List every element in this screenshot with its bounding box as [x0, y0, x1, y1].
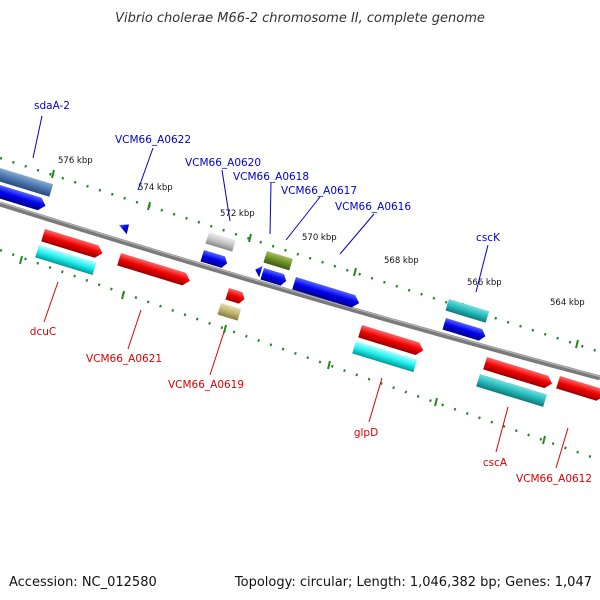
label-dcuC[interactable]: dcuC — [30, 326, 56, 338]
gene-cyan-dcuC-b[interactable] — [35, 245, 97, 275]
label-cscK[interactable]: cscK — [476, 232, 501, 244]
label-VCM66_A0618[interactable]: VCM66_A0618 — [233, 171, 309, 183]
top-leader-lines — [32, 115, 489, 293]
major-ticks-bottom — [19, 255, 546, 445]
tick-label-570: 570 kbp — [302, 233, 337, 243]
gene-VCM66_A0612[interactable] — [556, 376, 600, 402]
tick-label-576: 576 kbp — [58, 156, 93, 166]
gene-glpD[interactable] — [352, 341, 418, 373]
label-VCM66_A0620[interactable]: VCM66_A0620 — [185, 157, 261, 169]
bottom-leader-lines — [43, 281, 569, 469]
gene-sdaA-2[interactable] — [0, 165, 54, 197]
gene-VCM66_A0622[interactable] — [119, 220, 133, 235]
gene-cscA-red[interactable] — [483, 357, 554, 390]
label-VCM66_A0612[interactable]: VCM66_A0612 — [516, 473, 592, 485]
chromosome-backbone — [0, 201, 600, 381]
bottom-tick-row — [0, 248, 600, 462]
tick-label-564: 564 kbp — [550, 298, 585, 308]
map-title: Vibrio cholerae M66-2 chromosome II, com… — [115, 11, 485, 26]
gene-cscK[interactable] — [445, 299, 490, 323]
gene-blue-A0620b[interactable] — [200, 250, 228, 269]
top-gene-labels: sdaA-2 VCM66_A0622 VCM66_A0620 VCM66_A06… — [34, 100, 501, 244]
tick-label-574: 574 kbp — [138, 183, 173, 193]
label-cscA[interactable]: cscA — [483, 457, 508, 469]
bottom-gene-labels: dcuC VCM66_A0621 VCM66_A0619 glpD cscA V… — [30, 326, 592, 485]
tick-label-566: 566 kbp — [467, 278, 502, 288]
gene-cscA[interactable] — [476, 374, 547, 407]
tick-labels: 576 kbp 574 kbp 572 kbp 570 kbp 568 kbp … — [58, 156, 585, 308]
gene-blue-left[interactable] — [0, 182, 47, 212]
gene-red-small[interactable] — [225, 288, 246, 305]
gene-blue-A0618b[interactable] — [260, 268, 287, 287]
label-VCM66_A0621[interactable]: VCM66_A0621 — [86, 353, 162, 365]
gene-VCM66_A0620[interactable] — [205, 232, 236, 252]
label-VCM66_A0617[interactable]: VCM66_A0617 — [281, 185, 357, 197]
label-sdaA-2[interactable]: sdaA-2 — [34, 100, 70, 112]
accession-text: Accession: NC_012580 — [9, 575, 157, 590]
gene-VCM66_A0616[interactable] — [292, 277, 361, 309]
gene-VCM66_A0621[interactable] — [117, 253, 192, 287]
tick-label-568: 568 kbp — [384, 256, 419, 266]
top-tick-row — [0, 156, 600, 354]
tick-label-572: 572 kbp — [220, 209, 255, 219]
gene-VCM66_A0619[interactable] — [217, 303, 242, 321]
label-VCM66_A0619[interactable]: VCM66_A0619 — [168, 379, 244, 391]
gene-blue-small-arrow[interactable] — [253, 264, 263, 278]
genome-summary-text: Topology: circular; Length: 1,046,382 bp… — [234, 575, 592, 590]
label-glpD[interactable]: glpD — [354, 427, 378, 439]
gene-blue-cscK-b[interactable] — [442, 318, 487, 342]
label-VCM66_A0622[interactable]: VCM66_A0622 — [115, 134, 191, 146]
gene-VCM66_A0618[interactable] — [263, 251, 293, 271]
gene-dcuC[interactable] — [41, 229, 104, 260]
gene-glpD-red[interactable] — [358, 325, 425, 357]
label-VCM66_A0616[interactable]: VCM66_A0616 — [335, 201, 411, 213]
